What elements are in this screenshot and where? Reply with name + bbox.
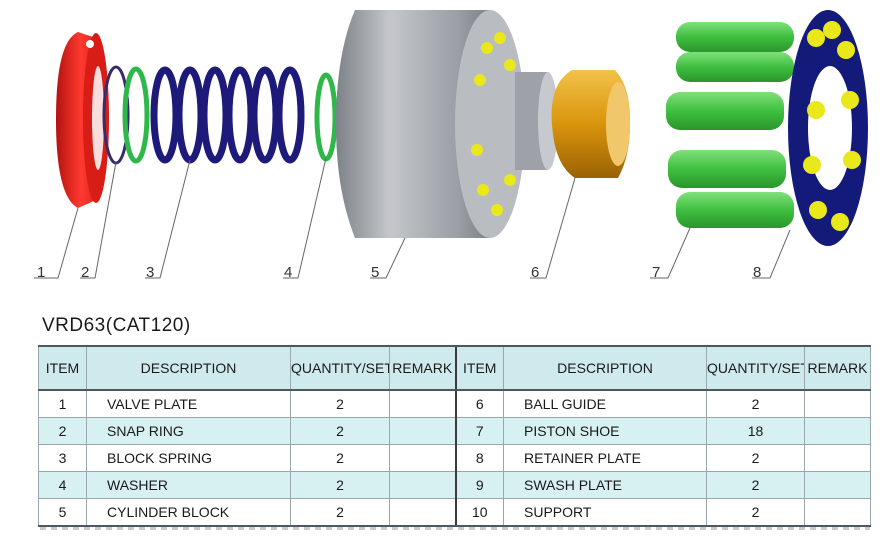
cell-description: PISTON SHOE — [503, 417, 707, 445]
washer-part — [314, 72, 338, 162]
cell-item: 8 — [454, 444, 504, 472]
header-remark: REMARK — [389, 345, 456, 391]
cell-remark — [389, 389, 456, 418]
cell-description: CYLINDER BLOCK — [86, 498, 291, 527]
cell-quantity: 2 — [706, 389, 805, 418]
header-item: ITEM — [454, 345, 504, 391]
ball-guide-part — [551, 70, 630, 178]
header-item: ITEM — [38, 345, 87, 391]
header-quantity: QUANTITY/SET — [706, 345, 805, 391]
table-header-row: ITEM DESCRIPTION QUANTITY/SET REMARK ITE… — [38, 345, 871, 391]
cell-remark — [804, 417, 871, 445]
cell-item: 3 — [38, 444, 87, 472]
cell-description: SWASH PLATE — [503, 471, 707, 499]
part-number-3: 3 — [146, 264, 154, 281]
cell-remark — [804, 498, 871, 527]
cell-quantity: 2 — [706, 498, 805, 527]
valve-plate-part — [56, 32, 109, 208]
part-number-8: 8 — [753, 264, 761, 281]
cell-quantity: 2 — [290, 498, 390, 527]
cylinder-block-part — [336, 10, 558, 238]
part-number-6: 6 — [531, 264, 539, 281]
small-washer-part — [122, 66, 150, 164]
cell-remark — [389, 444, 456, 472]
cell-remark — [389, 471, 456, 499]
cell-description: SUPPORT — [503, 498, 707, 527]
model-title: VRD63(CAT120) — [42, 315, 191, 336]
cell-description: WASHER — [86, 471, 291, 499]
cell-remark — [804, 389, 871, 418]
cell-quantity: 2 — [290, 417, 390, 445]
cell-item: 6 — [454, 389, 504, 418]
leader-lines — [34, 157, 791, 279]
cell-item: 4 — [38, 471, 87, 499]
header-description: DESCRIPTION — [86, 345, 291, 391]
cell-remark — [804, 471, 871, 499]
retainer-plate-part — [788, 10, 868, 246]
part-number-1: 1 — [37, 264, 45, 281]
cell-quantity: 2 — [290, 444, 390, 472]
cell-remark — [804, 444, 871, 472]
cell-remark — [389, 498, 456, 527]
part-number-4: 4 — [284, 264, 292, 281]
cell-description: VALVE PLATE — [86, 389, 291, 418]
block-spring-part — [150, 66, 305, 164]
cell-quantity: 2 — [706, 471, 805, 499]
cell-description: SNAP RING — [86, 417, 291, 445]
cell-quantity: 2 — [706, 444, 805, 472]
cell-quantity: 18 — [706, 417, 805, 445]
cell-item: 1 — [38, 389, 87, 418]
parts-table: ITEM DESCRIPTION QUANTITY/SET REMARK ITE… — [38, 345, 871, 527]
cropped-text-line — [40, 527, 870, 530]
part-number-7: 7 — [652, 264, 660, 281]
header-quantity: QUANTITY/SET — [290, 345, 390, 391]
cell-remark — [389, 417, 456, 445]
exploded-parts-diagram: 1 2 3 4 5 6 7 8 — [34, 10, 868, 281]
cell-item: 7 — [454, 417, 504, 445]
cell-item: 9 — [454, 471, 504, 499]
header-remark: REMARK — [804, 345, 871, 391]
cell-item: 2 — [38, 417, 87, 445]
part-number-2: 2 — [81, 264, 89, 281]
cell-quantity: 2 — [290, 389, 390, 418]
cell-item: 5 — [38, 498, 87, 527]
cell-quantity: 2 — [290, 471, 390, 499]
cell-description: RETAINER PLATE — [503, 444, 707, 472]
piston-shoe-part — [666, 22, 794, 228]
part-number-5: 5 — [371, 264, 379, 281]
cell-description: BALL GUIDE — [503, 389, 707, 418]
cell-item: 10 — [454, 498, 504, 527]
header-description: DESCRIPTION — [503, 345, 707, 391]
cell-description: BLOCK SPRING — [86, 444, 291, 472]
